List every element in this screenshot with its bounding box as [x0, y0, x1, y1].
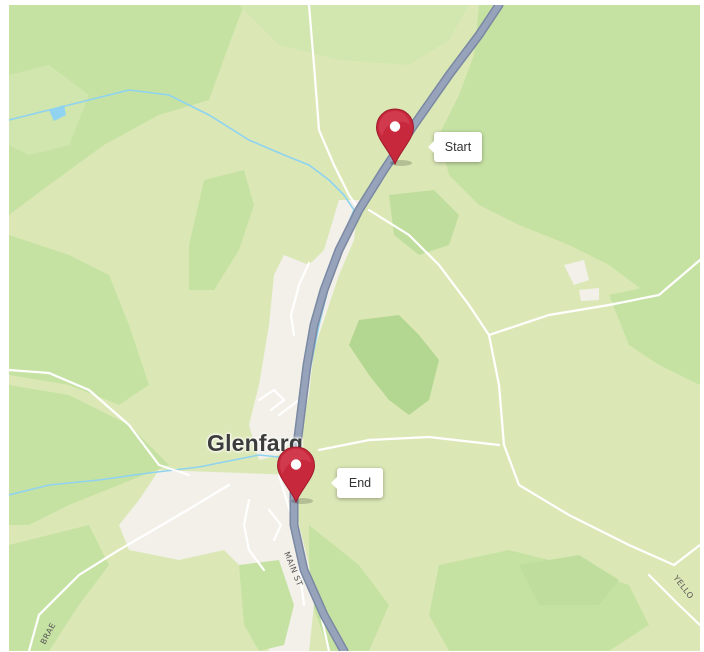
road-east-1 [367, 208, 676, 567]
forest-patches [349, 190, 619, 605]
road-local-4 [242, 498, 266, 572]
map-pin-icon [375, 108, 415, 166]
forest-patch-3 [519, 555, 619, 605]
road-south-west [27, 483, 231, 651]
tooltip-start: Start [428, 132, 482, 162]
tooltip-end: End [331, 468, 383, 498]
park-area [239, 560, 294, 651]
forest-area-center [189, 170, 254, 290]
forest-patch-1 [349, 315, 439, 415]
forest-patch-2 [389, 190, 459, 255]
road-local-3 [257, 388, 286, 412]
forest-area-left [9, 235, 149, 405]
road-southeast [647, 573, 700, 627]
road-east-4 [672, 543, 700, 567]
road-north-branch [307, 5, 361, 212]
major-road [289, 5, 504, 651]
forest-area-topleft [9, 5, 244, 215]
forest-area-right [439, 5, 700, 315]
map-canvas[interactable]: MAIN ST BRAE YELLO [9, 5, 700, 651]
map-view[interactable]: MAIN ST BRAE YELLO Glenfarg Start End [9, 5, 700, 651]
road-local-5 [267, 508, 283, 542]
stream-north [9, 89, 355, 211]
start-marker[interactable] [375, 108, 415, 166]
urban-patch-east2 [579, 288, 599, 301]
end-marker[interactable] [276, 446, 316, 504]
lake [49, 105, 66, 121]
forest-area-bottomleft [9, 385, 169, 525]
motorway-line [291, 5, 502, 651]
forest-area-right-low [609, 275, 700, 385]
road-west-1 [9, 368, 191, 477]
road-east-2 [487, 258, 700, 337]
forest-area-top [239, 5, 469, 65]
road-local-1 [289, 261, 311, 337]
road-east-3 [317, 435, 501, 452]
map-pin-icon [276, 446, 316, 504]
forest-area-lowleft [9, 525, 109, 651]
urban-patch-east [564, 260, 589, 285]
minor-roads [9, 5, 700, 651]
